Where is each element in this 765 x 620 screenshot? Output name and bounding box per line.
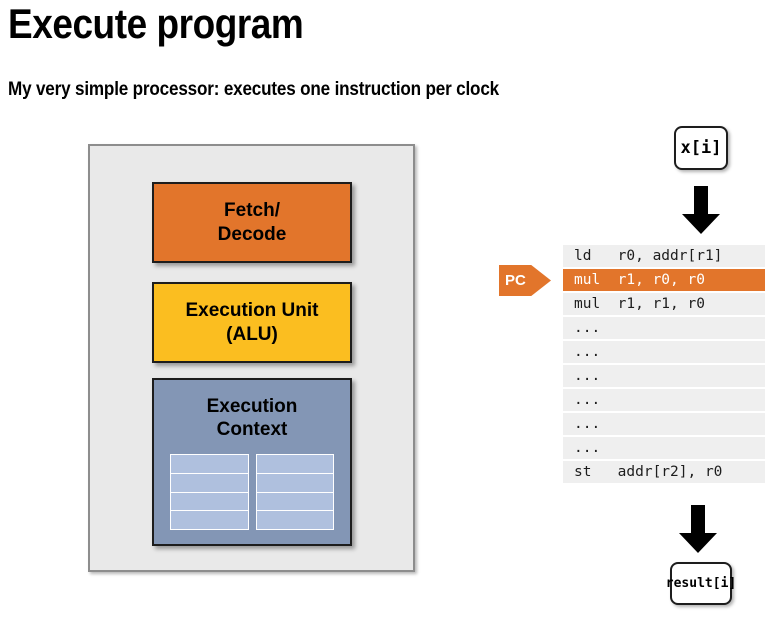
instruction-row: st addr[r2], r0 — [563, 461, 765, 483]
fetch-decode-label-line1: Fetch/ — [224, 200, 280, 222]
program-counter-label: PC — [505, 272, 526, 289]
processor-chassis: Fetch/ Decode Execution Unit (ALU) Execu… — [88, 144, 415, 572]
register-column — [170, 454, 249, 530]
register-cell — [171, 474, 248, 493]
instruction-row: mul r1, r1, r0 — [563, 293, 765, 315]
instruction-row: ld r0, addr[r1] — [563, 245, 765, 267]
instruction-row: ... — [563, 365, 765, 387]
instruction-row: mul r1, r0, r0 — [563, 269, 765, 291]
execution-unit-label-line1: Execution Unit — [185, 300, 319, 322]
page-subtitle: My very simple processor: executes one i… — [8, 79, 499, 100]
arrow-down-icon — [679, 505, 717, 553]
register-cell — [256, 493, 333, 512]
register-column — [255, 454, 334, 530]
execution-context-label-line2: Context — [216, 419, 288, 441]
instruction-row: ... — [563, 389, 765, 411]
register-file — [170, 454, 334, 530]
page-title: Execute program — [8, 0, 304, 47]
input-value-box: x[i] — [674, 126, 728, 170]
register-cell — [171, 511, 248, 529]
fetch-decode-block: Fetch/ Decode — [152, 182, 352, 263]
execution-context-block: Execution Context — [152, 378, 352, 546]
execution-context-label-line1: Execution — [206, 396, 298, 417]
instruction-row: ... — [563, 317, 765, 339]
register-cell — [171, 493, 248, 512]
register-cell — [171, 455, 248, 474]
instruction-row: ... — [563, 341, 765, 363]
execution-unit-label-line2: (ALU) — [226, 323, 278, 345]
arrow-down-icon — [682, 186, 720, 234]
program-counter-marker: PC — [499, 265, 551, 296]
fetch-decode-label-line2: Decode — [217, 223, 287, 245]
execution-unit-block: Execution Unit (ALU) — [152, 282, 352, 363]
instruction-row: ... — [563, 413, 765, 435]
instruction-row: ... — [563, 437, 765, 459]
register-cell — [257, 511, 334, 529]
register-cell — [256, 455, 333, 474]
register-cell — [256, 474, 333, 493]
output-value-box: result[i] — [666, 562, 736, 605]
